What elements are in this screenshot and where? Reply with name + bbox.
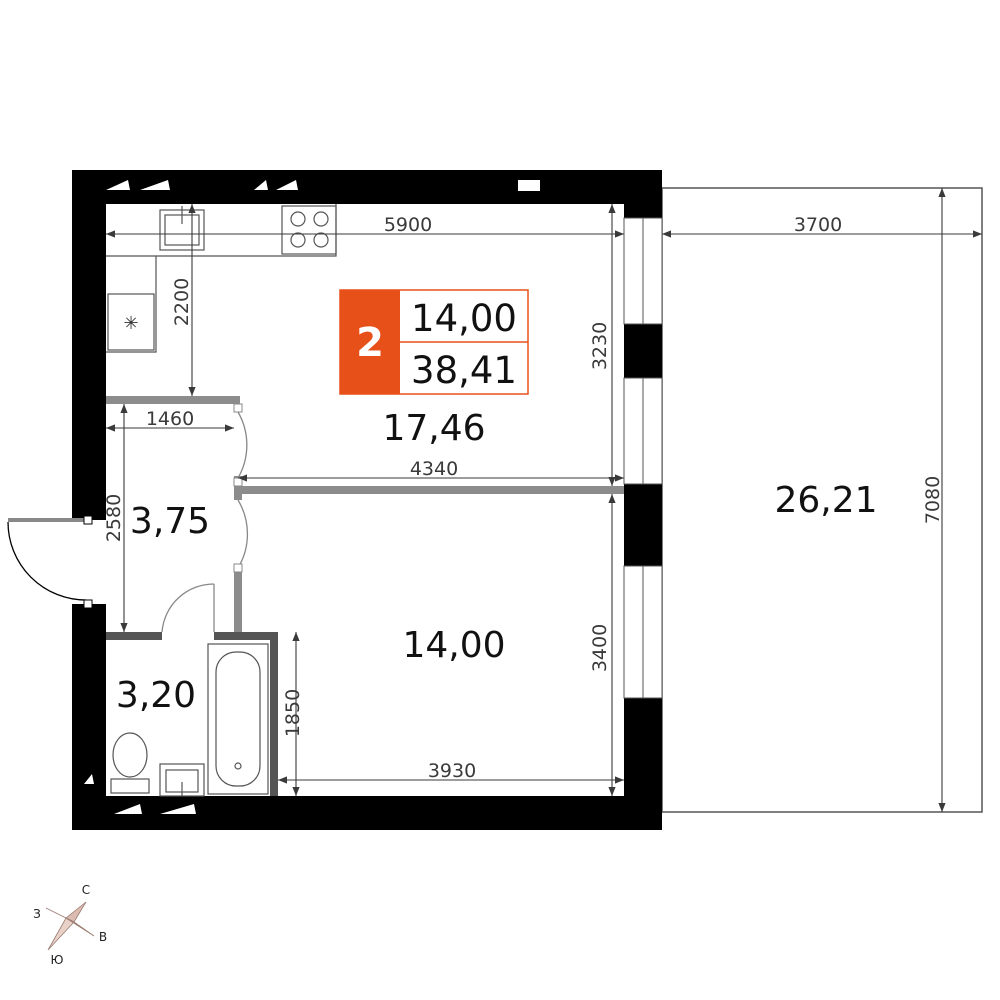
- sink-icon: [159, 206, 205, 251]
- compass-west: З: [33, 907, 41, 921]
- compass-south: Ю: [51, 953, 64, 967]
- dim-living-depth: 3230: [589, 322, 611, 370]
- wall-windows: [84, 180, 540, 814]
- partitions: [106, 396, 624, 796]
- room-areas: 17,46 3,75 3,20 14,00 26,21: [116, 408, 878, 716]
- area-bedroom: 14,00: [402, 625, 505, 666]
- interior-doors: [161, 411, 249, 633]
- area-hall: 3,75: [130, 501, 210, 542]
- dim-balcony-width: 3700: [794, 214, 842, 236]
- area-balcony: 26,21: [774, 480, 877, 521]
- kitchen-counter: [106, 204, 337, 353]
- dimension-lines: [106, 188, 982, 812]
- entrance-door: [7, 515, 93, 609]
- svg-text:✳: ✳: [123, 313, 138, 334]
- balcony-outline: [661, 187, 983, 813]
- exterior-walls: [72, 170, 662, 830]
- toilet-icon: [110, 732, 150, 794]
- dim-bedroom-width: 3930: [428, 760, 476, 782]
- bathtub-icon: [207, 643, 269, 795]
- dim-kitchen-depth: 2200: [171, 278, 193, 326]
- dim-bath-depth: 1850: [282, 689, 304, 737]
- area-bathroom: 3,20: [116, 675, 196, 716]
- dim-hall-width: 1460: [146, 408, 194, 430]
- washbasin-icon: [159, 763, 205, 797]
- balcony-windows: [623, 217, 663, 699]
- badge-living-area: 14,00: [411, 297, 517, 340]
- compass-icon: С З В Ю: [33, 883, 107, 967]
- apartment-badge: 2 14,00 38,41: [339, 289, 529, 395]
- compass-east: В: [99, 930, 107, 944]
- badge-total-area: 38,41: [411, 349, 517, 392]
- fridge-icon: ✳: [107, 293, 155, 351]
- dimension-labels: 5900 2200 1460 3230 4340 2580 3400 1850 …: [103, 214, 944, 782]
- stove-icon: [281, 205, 337, 255]
- dim-partition-length: 4340: [410, 458, 458, 480]
- badge-rooms: 2: [356, 320, 384, 366]
- dim-apartment-width: 5900: [384, 214, 432, 236]
- dim-bedroom-depth: 3400: [589, 624, 611, 672]
- compass-north: С: [82, 883, 90, 897]
- dim-hall-length: 2580: [103, 494, 125, 542]
- area-kitchen-living: 17,46: [382, 408, 485, 449]
- dim-balcony-length: 7080: [922, 476, 944, 524]
